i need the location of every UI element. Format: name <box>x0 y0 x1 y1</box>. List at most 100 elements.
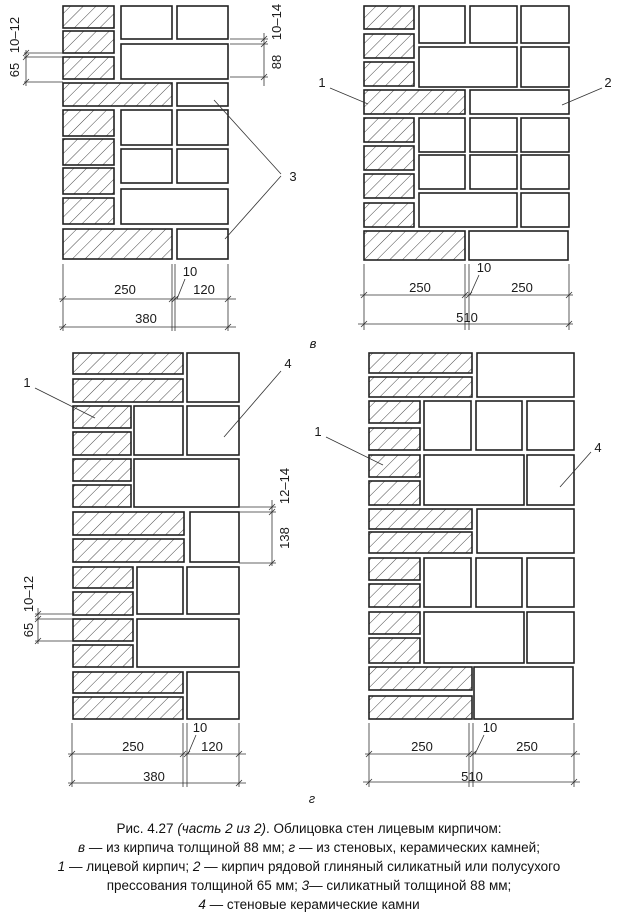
caption-line-5: 4 — стеновые керамические камни <box>198 897 419 912</box>
face-brick <box>72 458 132 482</box>
face-brick <box>72 538 185 563</box>
face-brick <box>62 56 115 80</box>
face-brick <box>368 557 421 581</box>
backing-block <box>133 458 240 508</box>
face-brick <box>72 644 134 668</box>
dim-brick-height: 65 <box>21 623 36 637</box>
face-brick <box>363 89 466 115</box>
dimension-tick <box>365 778 373 786</box>
dimension-tick <box>22 49 30 57</box>
backing-block <box>476 508 575 554</box>
backing-block <box>520 46 570 88</box>
callout-1: 1 <box>314 424 321 439</box>
dim-gap: 10 <box>193 720 207 735</box>
backing-block <box>520 5 570 44</box>
dimension-tick <box>465 750 473 758</box>
leader-line <box>224 175 282 240</box>
backing-block <box>526 611 575 664</box>
dimension-tick <box>34 610 42 618</box>
dim-back-width: 250 <box>511 280 533 295</box>
leader-line <box>329 87 369 105</box>
leader-line <box>325 436 384 466</box>
backing-block <box>120 188 229 225</box>
panel-g-510: 250 10 250 510 1 4 г <box>309 424 602 806</box>
face-brick <box>368 400 421 424</box>
face-brick <box>62 109 115 137</box>
backing-block <box>475 400 523 451</box>
dimension-tick <box>34 637 42 645</box>
backing-block <box>418 117 466 153</box>
dimension-tick <box>224 295 232 303</box>
backing-block <box>120 148 173 184</box>
face-brick <box>363 202 415 228</box>
dim-brick-height: 65 <box>7 63 22 77</box>
dimension-tick <box>268 559 276 567</box>
face-brick <box>368 508 473 530</box>
backing-block <box>186 405 240 456</box>
caption-line-4: прессования толщиной 65 мм; 3— силикатны… <box>107 878 512 893</box>
dimension-tick <box>168 295 176 303</box>
dim-total: 380 <box>143 769 165 784</box>
face-brick <box>363 173 415 199</box>
backing-block <box>476 352 575 398</box>
caption-line-1: Рис. 4.27 (часть 2 из 2). Облицовка стен… <box>116 821 501 836</box>
leader-line <box>559 451 592 488</box>
face-brick <box>368 376 473 398</box>
face-brick <box>368 427 421 451</box>
dim-stone-height: 138 <box>277 527 292 549</box>
leader-line <box>561 87 603 106</box>
backing-block <box>526 454 575 506</box>
face-brick <box>62 138 115 166</box>
dimension-tick <box>59 323 67 331</box>
dimension-tick <box>22 53 30 61</box>
leader-line <box>469 274 480 296</box>
backing-block <box>418 154 466 190</box>
backing-block <box>520 117 570 153</box>
backing-block <box>473 666 574 720</box>
dim-joint-left: 10–12 <box>7 17 22 53</box>
leader-line <box>187 734 197 755</box>
backing-block <box>186 352 240 403</box>
dimension-tick <box>570 778 578 786</box>
face-brick <box>363 33 415 59</box>
backing-block <box>133 405 184 456</box>
dimension-tick <box>461 291 469 299</box>
dimension-tick <box>260 35 268 43</box>
dimension-tick <box>469 750 477 758</box>
face-brick <box>368 531 473 554</box>
backing-block <box>469 154 518 190</box>
leader-line <box>223 370 282 438</box>
dimension-tick <box>260 73 268 81</box>
backing-block <box>186 566 240 615</box>
backing-block <box>176 228 229 260</box>
face-brick <box>72 566 134 589</box>
face-brick <box>62 82 173 107</box>
leader-line <box>34 387 96 419</box>
dimension-tick <box>565 320 573 328</box>
face-brick <box>363 230 466 261</box>
backing-block <box>176 148 229 184</box>
dimension-tick <box>360 291 368 299</box>
dim-back-width: 120 <box>201 739 223 754</box>
face-brick <box>363 5 415 30</box>
leader-line <box>176 278 186 300</box>
backing-block <box>418 46 518 88</box>
dim-total: 380 <box>135 311 157 326</box>
dim-stone-height: 88 <box>269 55 284 69</box>
dimension-tick <box>365 750 373 758</box>
panel-g-380: 12–14 138 10–12 65 250 10 120 380 1 4 <box>21 356 292 784</box>
face-brick <box>368 480 421 506</box>
backing-block <box>423 454 525 506</box>
callout-2: 2 <box>604 75 611 90</box>
dim-back-width: 120 <box>193 282 215 297</box>
dimension-tick <box>235 779 243 787</box>
callout-4: 4 <box>594 440 601 455</box>
backing-block <box>136 566 184 615</box>
backing-block <box>189 511 240 563</box>
dimension-tick <box>59 295 67 303</box>
backing-block <box>136 618 240 668</box>
backing-block <box>520 154 570 190</box>
backing-block <box>120 5 173 40</box>
callout-4: 4 <box>284 356 291 371</box>
